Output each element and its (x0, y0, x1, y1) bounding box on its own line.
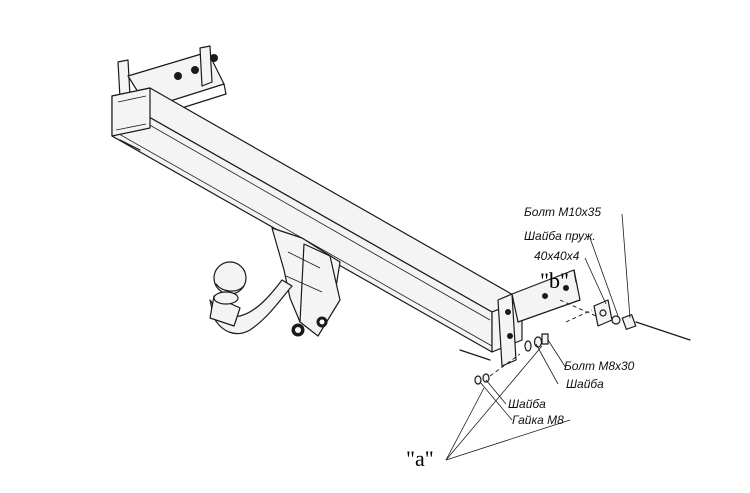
towing-hook-assembly (209, 227, 341, 337)
label-bolt-m8: Болт M8x30 (564, 359, 635, 373)
marker-a: "a" (406, 446, 434, 471)
label-plate-size: 40x40x4 (534, 249, 580, 263)
marker-b: "b" (540, 268, 569, 293)
leader-lines (445, 213, 631, 461)
right-mounting-bracket (497, 269, 581, 367)
label-washer-2: Шайба (508, 397, 546, 411)
label-bolt-m10: Болт M10x35 (524, 205, 601, 219)
label-washer-1: Шайба (566, 377, 604, 391)
fastener-assembly-b (559, 299, 691, 341)
label-washer-spring: Шайба пруж. (524, 229, 596, 243)
label-nut-m8: Гайка M8 (512, 413, 564, 427)
main-cross-beam (111, 87, 523, 361)
fastener-assembly-m8 (474, 333, 549, 385)
